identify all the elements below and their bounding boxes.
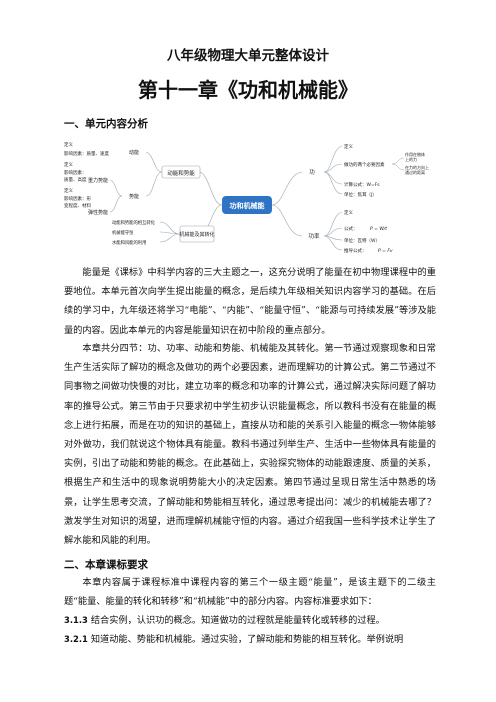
- paragraph-energy-intro: 能量是《课标》中科学内容的三大主题之一，这充分说明了能量在初中物理课程中的重要地…: [64, 267, 436, 336]
- standard-code: 3.1.3: [64, 615, 88, 625]
- mindmap-kinetic-def: 定义: [64, 141, 73, 148]
- mindmap-mech-item-3: 水能和风能的利用: [112, 239, 146, 246]
- mindmap-work: 功: [309, 168, 315, 176]
- mind-map-diagram: 功和机械能 动能和势能 动能 势能 重力势能 弹性势能 定义 影响因素：质量、速…: [64, 141, 429, 254]
- mindmap-elastic: 弹性势能: [88, 209, 108, 216]
- chapter-title: 第十一章《功和机械能》: [138, 78, 358, 102]
- mindmap-work-def: 定义: [344, 143, 353, 150]
- mindmap-power-derived: P = Fv: [378, 248, 393, 254]
- mindmap-potential: 势能: [129, 193, 139, 200]
- mindmap-factor-1b: 上的力: [405, 156, 417, 162]
- mindmap-work-factors: 做功的两个必要因素: [344, 161, 385, 168]
- mindmap-elastic-def: 定义: [64, 187, 73, 194]
- paragraph-curriculum-intro: 本章内容属于课程标准中课程内容的第三个一级主题“能量”，是该主题下的二级主题“能…: [64, 577, 436, 608]
- mindmap-factor-2b: 通过的距离: [405, 169, 425, 175]
- mindmap-grav-factors: 影响因素：: [64, 169, 87, 176]
- mindmap-kinetic-factors: 影响因素：质量、速度: [64, 150, 109, 157]
- mindmap-work-unit: 单位：焦耳（J）: [344, 191, 377, 198]
- paragraph-chapter-overview: 本章共分四节：功、功率、动能和势能、机械能及其转化。第一节通过观察现象和日常生产…: [64, 343, 436, 547]
- mindmap-center-label: 功和机械能: [230, 201, 265, 210]
- mindmap-elastic-factors-2: 变程度、材料: [64, 202, 91, 209]
- mindmap-power-unit: 单位：瓦特（W）: [344, 237, 380, 244]
- mindmap-grav-def: 定义: [64, 161, 73, 168]
- mindmap-center-node: [222, 196, 272, 214]
- mindmap-kinetic: 动能: [129, 149, 139, 156]
- document-title: 八年级物理大单元整体设计: [167, 48, 329, 64]
- mindmap-mech-item-1: 动能和势能的相互转化: [112, 219, 156, 226]
- mindmap-mech-branch: 机械能及其转化: [179, 231, 214, 238]
- mindmap-energy-branch: 动能和势能: [167, 169, 195, 177]
- standard-text: 知道动能、势能和机械能。通过实验，了解动能和势能的相互转化。举例说明: [90, 634, 404, 645]
- mindmap-elastic-factors: 影响因素：形: [64, 195, 91, 202]
- mindmap-work-formula: 计算公式：W=Fs: [344, 181, 380, 188]
- mindmap-power-formula: P = W/t: [370, 226, 387, 232]
- standard-text: 结合实例，认识功的概念。知道做功的过程就是能量转化或转移的过程。: [90, 615, 385, 626]
- mindmap-grav-factors-2: 质量、高度: [64, 176, 87, 183]
- mindmap-factor-1a: 作用在物体: [405, 151, 425, 157]
- mindmap-power-formula-label: 公式：: [344, 225, 358, 232]
- mindmap-power-derived-label: 推导公式：: [344, 247, 367, 254]
- mindmap-mech-item-2: 机械能守恒: [112, 229, 134, 236]
- section-heading-content-analysis: 一、单元内容分析: [64, 118, 148, 130]
- mindmap-power-def: 定义: [344, 209, 353, 216]
- standard-code: 3.2.1: [64, 634, 88, 644]
- mindmap-factor-2a: 在力的方向上: [405, 164, 429, 170]
- mindmap-gravitational: 重力势能: [88, 177, 108, 184]
- section-heading-curriculum: 二、本章课标要求: [64, 559, 148, 571]
- mindmap-power: 功率: [308, 232, 320, 240]
